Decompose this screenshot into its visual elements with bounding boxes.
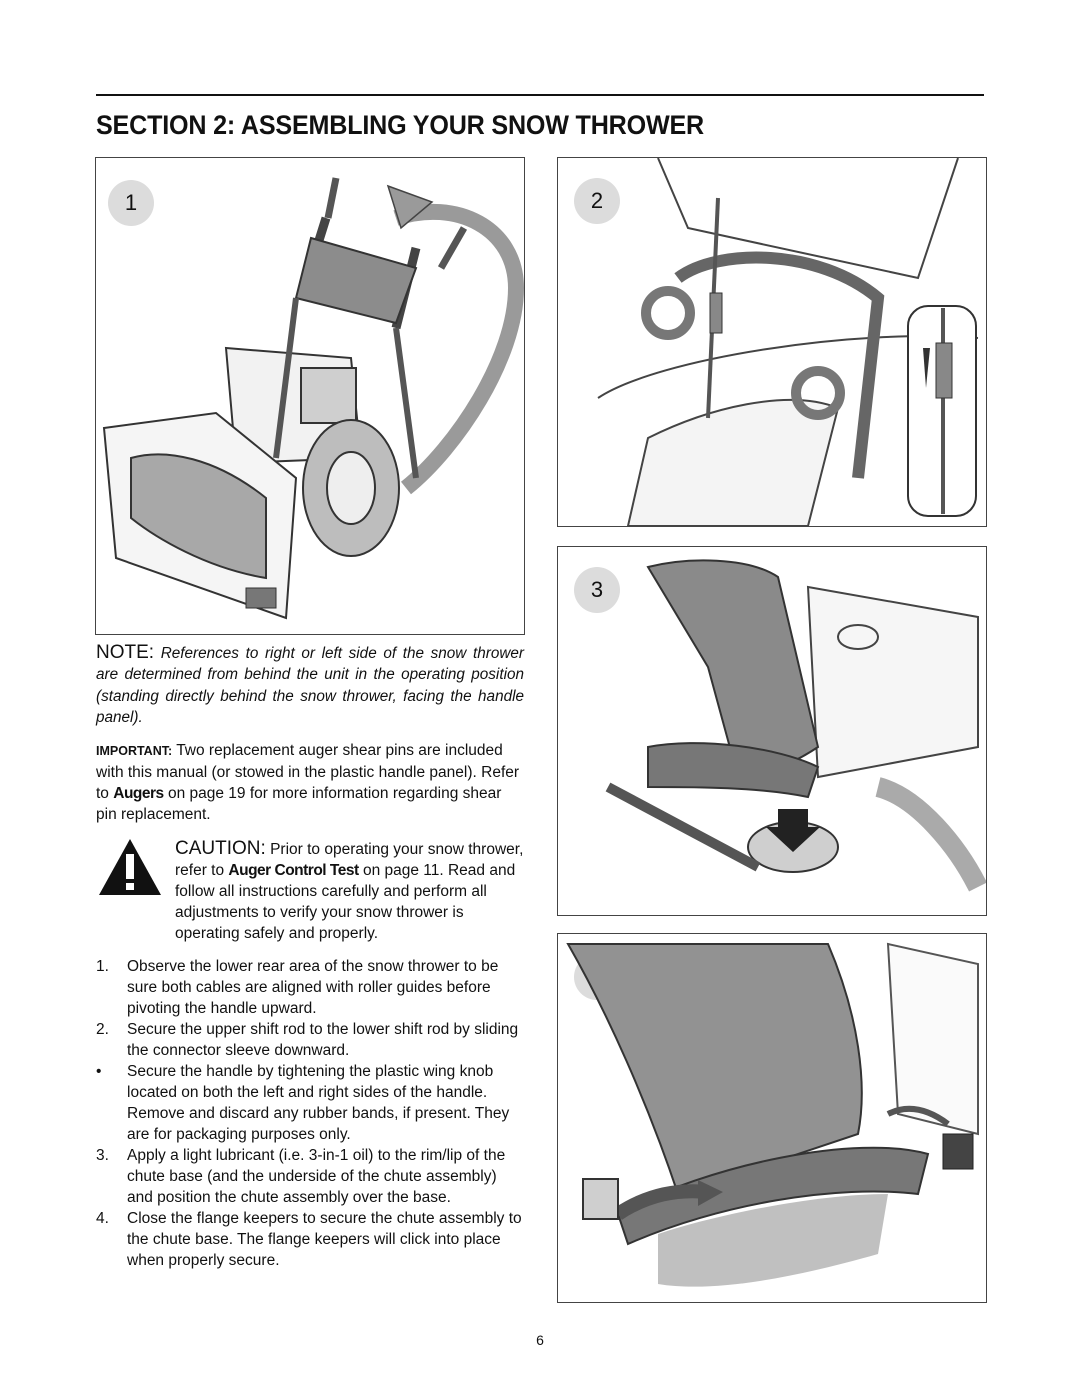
list-marker: 4. [96, 1210, 109, 1227]
shift-rod-illustration [597, 158, 979, 526]
figure-4-flange-keepers: 4 [557, 933, 987, 1303]
caution-paragraph: CAUTION: Prior to operating your snow th… [175, 838, 525, 944]
note-label: NOTE: [96, 642, 155, 663]
important-text-after: on page 19 for more information regardin… [96, 785, 502, 823]
important-label: IMPORTANT: [96, 744, 173, 758]
figure-badge: 3 [574, 567, 620, 613]
caution-text-after: on page 11. Read and follow all instruct… [175, 862, 516, 942]
list-item: 2. Secure the upper shift rod to the lowe… [96, 1019, 524, 1061]
list-item: 1. Observe the lower rear area of the sno… [96, 956, 524, 1019]
figure-1-snow-thrower: 1 [95, 157, 525, 635]
step-text: Secure the handle by tightening the plas… [127, 1063, 510, 1143]
figure-badge: 1 [108, 180, 154, 226]
caution-text: Prior to operating your snow thrower, re… [175, 841, 524, 879]
header-rule [96, 94, 984, 96]
list-marker: 3. [96, 1147, 109, 1164]
important-paragraph: IMPORTANT: Two replacement auger shear p… [96, 740, 524, 825]
list-marker: 2. [96, 1021, 109, 1038]
figure-2-shift-rod: 2 [557, 157, 987, 527]
list-item: 3. Apply a light lubricant (i.e. 3-in-1 o… [96, 1145, 524, 1208]
augers-reference: Augers [113, 785, 164, 802]
list-item: 4. Close the flange keepers to secure the… [96, 1208, 524, 1271]
note-text: References to right or left side of the … [96, 645, 524, 726]
assembly-steps-list: 1. Observe the lower rear area of the sno… [96, 956, 524, 1271]
list-item: • Secure the handle by tightening the pla… [96, 1061, 524, 1145]
list-marker: • [96, 1063, 102, 1080]
section-title: SECTION 2: ASSEMBLING YOUR SNOW THROWER [96, 110, 704, 140]
caution-label: CAUTION: [175, 838, 266, 859]
step-text: Apply a light lubricant (i.e. 3-in-1 oil… [127, 1147, 506, 1206]
figure-badge: 2 [574, 178, 620, 224]
figure-3-chute-placement: 3 [557, 546, 987, 916]
step-text: Observe the lower rear area of the snow … [127, 958, 499, 1017]
snow-thrower-illustration [102, 177, 524, 620]
important-text: Two replacement auger shear pins are inc… [96, 742, 520, 802]
flange-keepers-illustration [566, 942, 979, 1287]
chute-placement-illustration [605, 559, 986, 892]
note-paragraph: NOTE: References to right or left side o… [96, 642, 524, 728]
warning-exclamation-icon [99, 839, 161, 895]
list-marker: 1. [96, 958, 109, 975]
step-text: Secure the upper shift rod to the lower … [127, 1021, 519, 1059]
auger-control-test-reference: Auger Control Test [228, 862, 359, 879]
page-number: 6 [536, 1332, 544, 1348]
step-text: Close the flange keepers to secure the c… [127, 1210, 522, 1269]
